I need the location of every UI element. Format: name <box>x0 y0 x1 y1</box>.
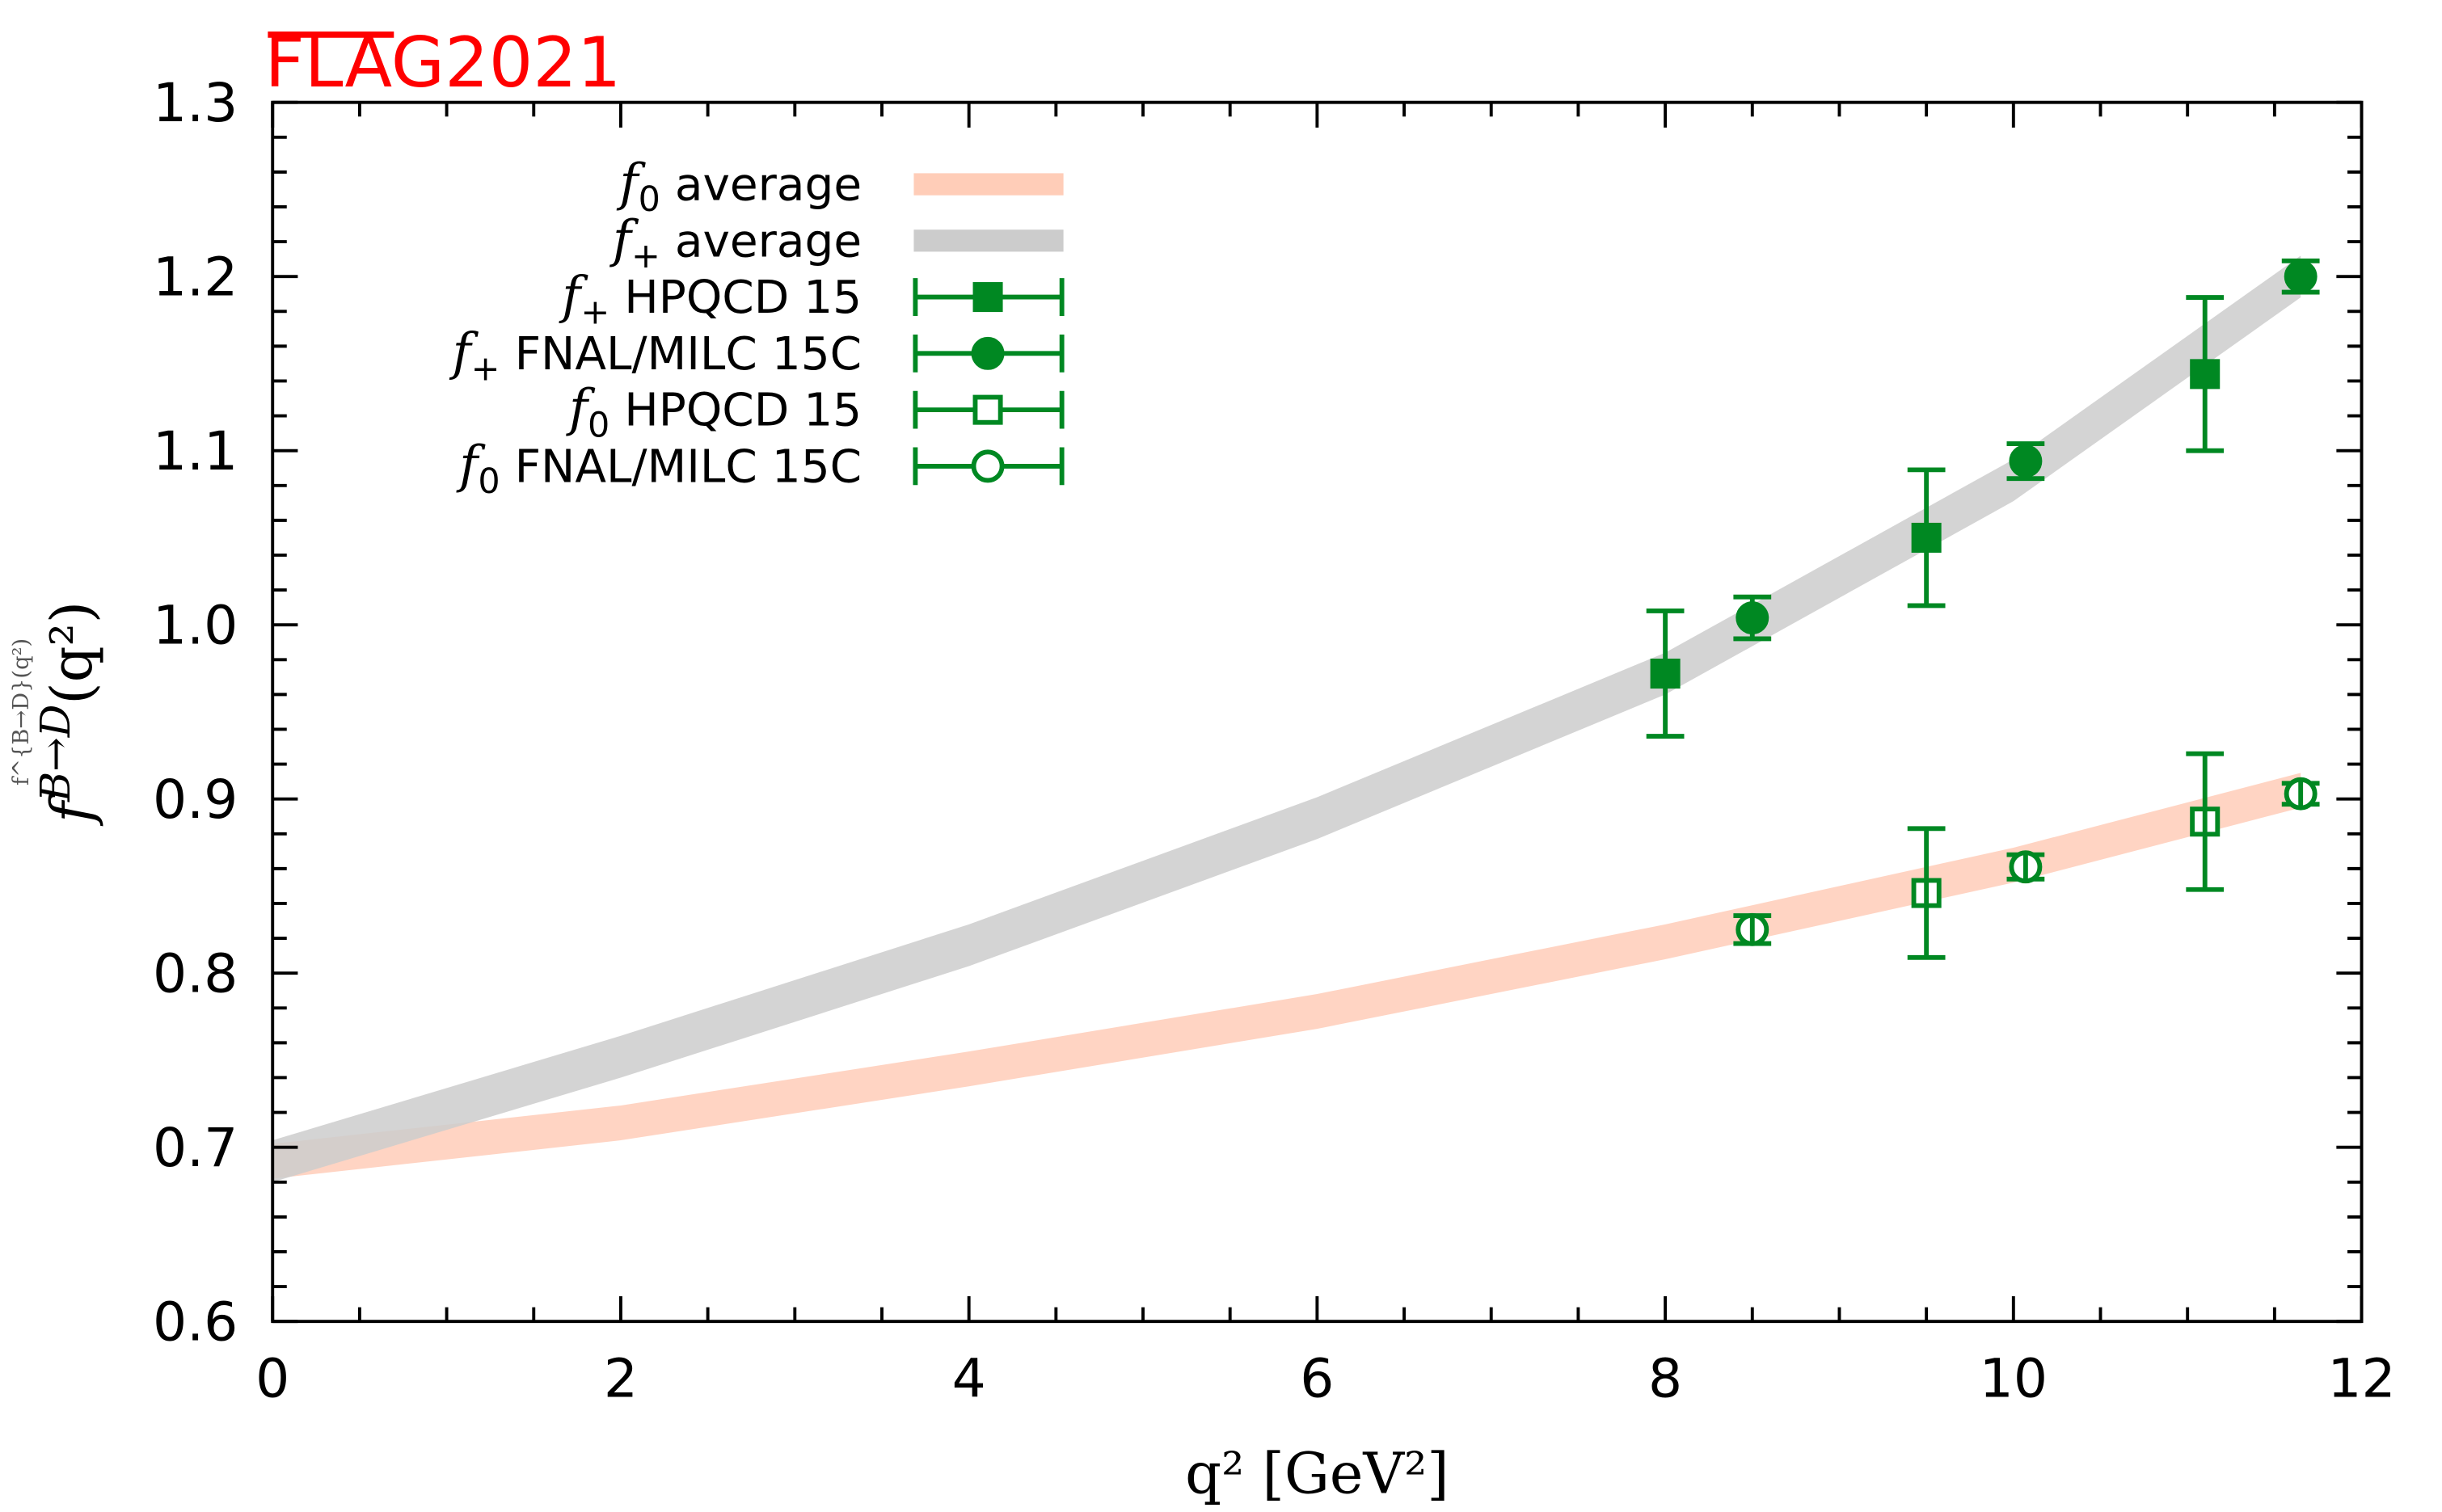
square-filled-marker <box>2190 359 2221 390</box>
y-tick-label: 1.3 <box>153 71 238 134</box>
legend-entry: f0 HPQCD 15 <box>566 379 1065 446</box>
legend-subscript: + <box>471 348 500 389</box>
f-fnal-milc-15c-point <box>2281 258 2320 295</box>
y-axis-label-full: f^{B→D}(q²) <box>9 638 34 785</box>
legend-text: HPQCD 15 <box>609 385 862 437</box>
legend-marker <box>971 449 1005 483</box>
f0-hpqcd-15-point <box>1907 826 1946 960</box>
y-tick-label: 1.2 <box>153 246 238 309</box>
f-average-band <box>272 255 2301 1182</box>
y-label-sup: B→D <box>32 705 79 802</box>
y-axis-label-text: f^{B→D}(q²) <box>9 638 34 785</box>
legend-subscript: + <box>580 293 609 333</box>
f0-average-band <box>272 773 2301 1179</box>
legend-subscript: + <box>631 236 660 276</box>
circle-filled-marker <box>2284 259 2318 293</box>
legend-marker <box>972 394 1003 425</box>
legend-label: f0 FNAL/MILC 15C <box>456 435 862 502</box>
legend-text: average <box>660 215 862 267</box>
f-hpqcd-15-point <box>1907 467 1946 609</box>
circle-filled-marker <box>2009 444 2043 478</box>
x-tick-label: 6 <box>1300 1347 1334 1410</box>
y-tick-label: 0.6 <box>153 1291 238 1354</box>
legend-text: FNAL/MILC 15C <box>500 440 863 493</box>
x-tick-label: 12 <box>2327 1347 2395 1410</box>
x-tick-label: 2 <box>604 1347 638 1410</box>
legend-label: f+ HPQCD 15 <box>559 266 862 333</box>
y-tick-label: 0.8 <box>153 942 238 1005</box>
legend-subscript: 0 <box>478 461 500 502</box>
legend-entry: f0 average <box>616 154 1064 221</box>
legend-text: FNAL/MILC 15C <box>500 328 863 381</box>
legend-marker <box>972 282 1003 313</box>
legend-band-swatch <box>913 230 1064 252</box>
legend-entry: f+ FNAL/MILC 15C <box>449 322 1065 390</box>
f0-fnal-milc-15c-point <box>1733 912 1772 946</box>
legend-text: HPQCD 15 <box>609 272 862 324</box>
legend-label: f0 HPQCD 15 <box>566 379 862 446</box>
data-points <box>1646 258 2320 960</box>
f0-hpqcd-15-point <box>2186 751 2225 892</box>
svg-text:fB→D(q²): fB→D(q²) <box>32 601 105 827</box>
y-tick-label: 1.1 <box>153 419 238 482</box>
y-label-arg: (q²) <box>39 601 105 705</box>
legend-band-swatch <box>913 173 1064 196</box>
flag-logo: FLAG2021 <box>264 23 621 103</box>
legend-label: f+ average <box>609 209 862 276</box>
square-filled-marker <box>1911 522 1942 553</box>
f-hpqcd-15-point <box>1646 609 1685 739</box>
square-filled-marker <box>1650 659 1681 689</box>
x-tick-label: 10 <box>1980 1347 2048 1410</box>
y-tick-label: 0.7 <box>153 1116 238 1179</box>
y-axis-label: fB→D(q²) <box>32 601 105 827</box>
x-tick-label: 0 <box>255 1347 289 1410</box>
legend-label: f0 average <box>616 154 862 221</box>
legend-text: average <box>660 159 862 212</box>
y-tick-label: 0.9 <box>153 768 238 831</box>
y-tick-label: 1.0 <box>153 594 238 657</box>
legend-label: f+ FNAL/MILC 15C <box>449 322 863 390</box>
bands <box>272 255 2301 1182</box>
f0-fnal-milc-15c-point <box>2006 850 2045 884</box>
legend-marker <box>971 336 1005 370</box>
axis-ticks: 0 2 4 6 8 10 12 0.6 0.7 0.8 0.9 1.0 1.1 1.2 1.3 <box>153 71 2396 1410</box>
circle-filled-marker <box>1736 601 1769 635</box>
legend-entry: f+ HPQCD 15 <box>559 266 1065 333</box>
x-tick-label: 4 <box>952 1347 986 1410</box>
x-axis-label: q² [GeV²] <box>1185 1441 1449 1507</box>
f-fnal-milc-15c-point <box>2006 441 2045 482</box>
f0-fnal-milc-15c-point <box>2281 777 2320 811</box>
f-fnal-milc-15c-point <box>1733 594 1772 642</box>
f-hpqcd-15-point <box>2186 295 2225 453</box>
legend-subscript: 0 <box>588 405 609 445</box>
legend-entry: f+ average <box>609 209 1064 276</box>
legend-entry: f0 FNAL/MILC 15C <box>456 435 1065 502</box>
x-tick-label: 8 <box>1648 1347 1682 1410</box>
legend-subscript: 0 <box>639 179 660 220</box>
